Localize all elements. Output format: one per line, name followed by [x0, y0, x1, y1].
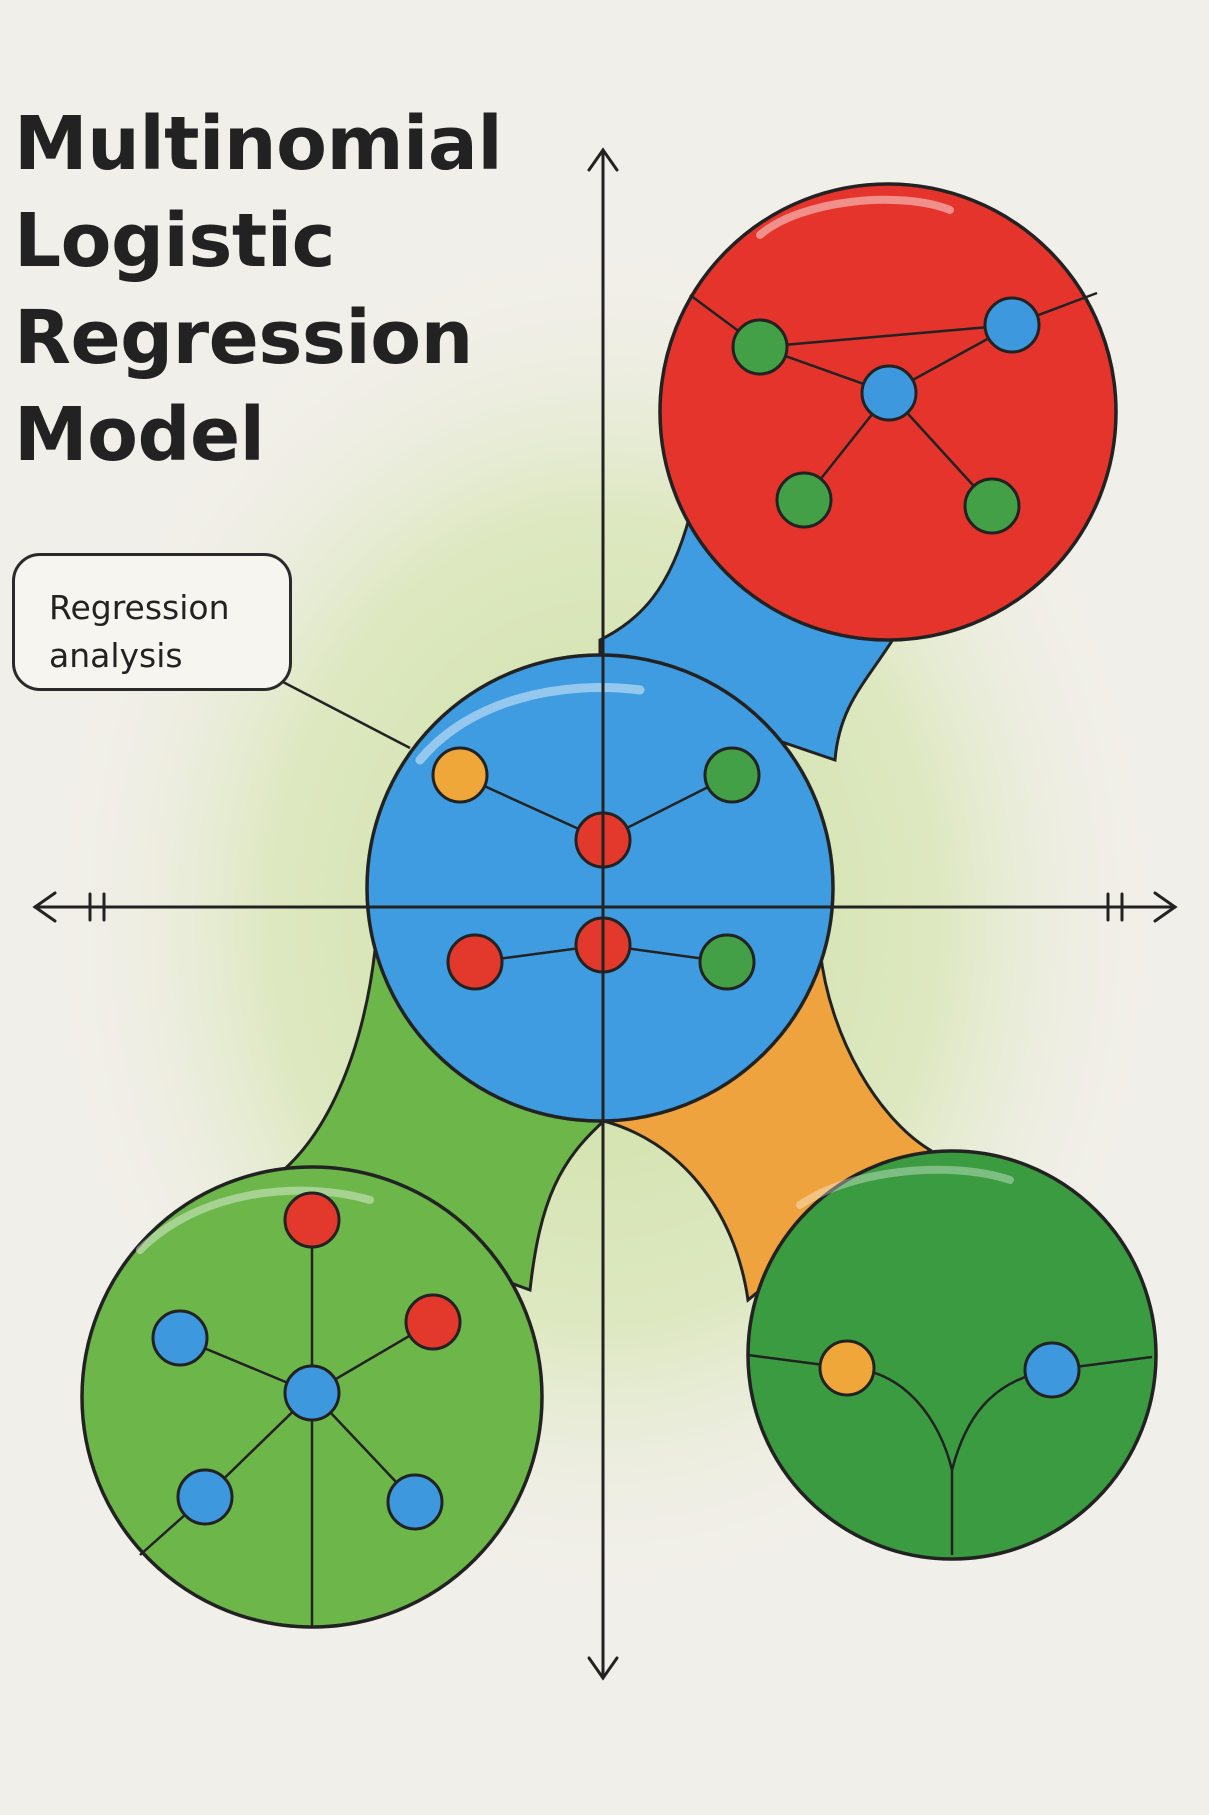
- node-yellow: [431, 746, 489, 804]
- vertical-axis: [587, 147, 619, 1681]
- node-red: [446, 933, 504, 991]
- callout-line: analysis: [49, 636, 183, 675]
- node-blue: [860, 364, 918, 422]
- diagram-title: Multinomial Logistic Regression Model: [14, 96, 503, 484]
- horizontal-axis: [32, 891, 1178, 923]
- node-green: [775, 471, 833, 529]
- regression-analysis-callout: Regression analysis: [12, 553, 292, 691]
- node-blue: [151, 1309, 209, 1367]
- node-green: [731, 318, 789, 376]
- dark-green-cluster: [746, 1149, 1158, 1561]
- green-cluster: [80, 1165, 544, 1629]
- node-blue: [983, 296, 1041, 354]
- callout-leader-line: [282, 680, 411, 750]
- title-line: Logistic: [14, 198, 335, 284]
- node-blue: [386, 1473, 444, 1531]
- node-green: [703, 746, 761, 804]
- node-green: [963, 477, 1021, 535]
- node-blue: [1023, 1341, 1081, 1399]
- title-line: Regression: [14, 295, 473, 381]
- title-line: Model: [14, 392, 265, 478]
- node-blue: [283, 1364, 341, 1422]
- blue-cluster: [365, 653, 835, 1123]
- node-blue: [176, 1468, 234, 1526]
- title-line: Multinomial: [14, 101, 503, 187]
- callout-line: Regression: [49, 588, 230, 627]
- node-green: [698, 933, 756, 991]
- node-red: [404, 1293, 462, 1351]
- node-yellow: [818, 1339, 876, 1397]
- red-cluster: [658, 182, 1118, 642]
- node-red: [283, 1191, 341, 1249]
